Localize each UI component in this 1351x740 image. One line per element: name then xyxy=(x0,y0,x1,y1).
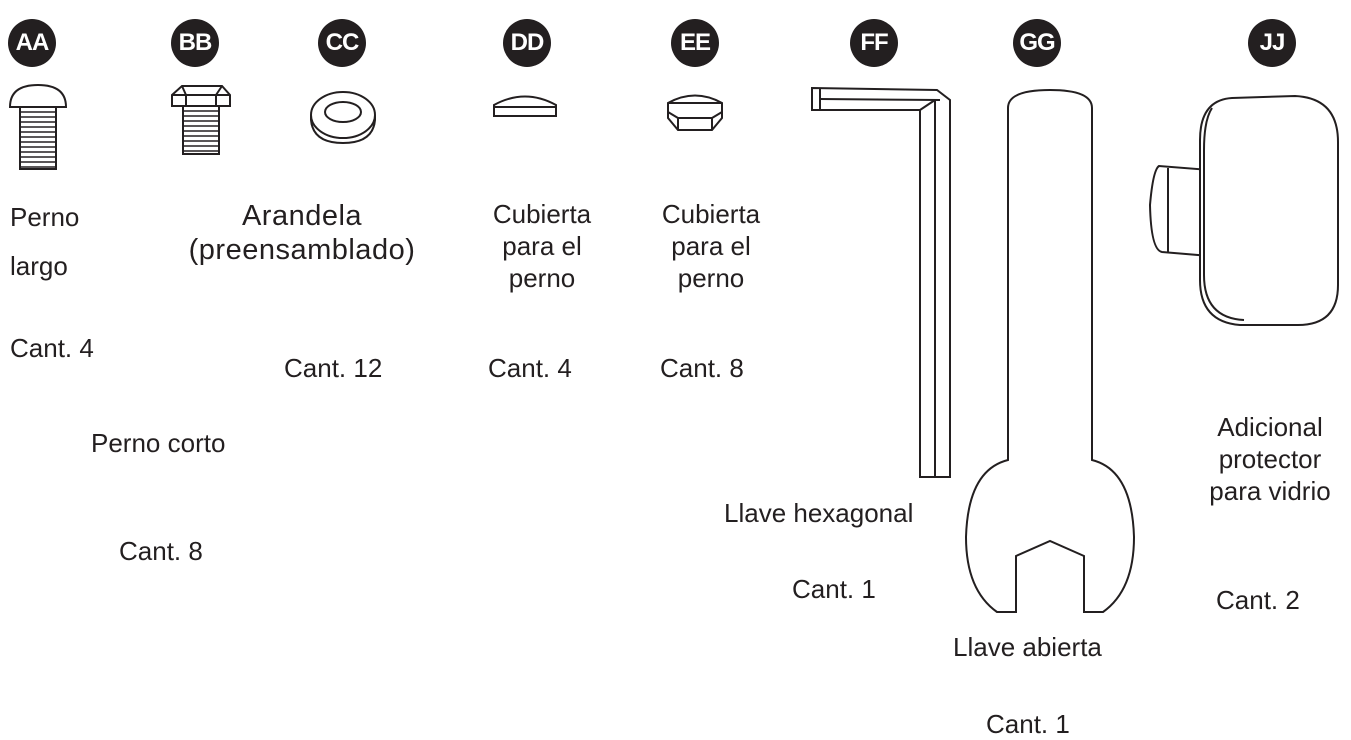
washer-icon xyxy=(310,91,376,145)
part-qty-ff: Cant. 1 xyxy=(792,574,876,604)
short-bolt-icon xyxy=(171,85,231,155)
part-name-aa: Perno largo xyxy=(10,202,80,281)
part-name-bb: Perno corto xyxy=(91,428,226,458)
part-name-ff: Llave hexagonal xyxy=(724,498,914,528)
badge-jj: JJ xyxy=(1248,19,1296,67)
badge-ee: EE xyxy=(671,19,719,67)
part-name-cc: Arandela (preensamblado) xyxy=(188,200,416,266)
part-name-dd: Cubierta para el perno xyxy=(492,199,592,293)
part-qty-gg: Cant. 1 xyxy=(986,709,1070,739)
open-wrench-icon xyxy=(964,88,1136,613)
part-qty-ee: Cant. 8 xyxy=(660,353,744,383)
badge-dd: DD xyxy=(503,19,551,67)
badge-ff: FF xyxy=(850,19,898,67)
hex-cap-icon xyxy=(667,94,723,131)
part-name-gg: Llave abierta xyxy=(953,632,1102,662)
badge-aa: AA xyxy=(8,19,56,67)
badge-bb: BB xyxy=(171,19,219,67)
part-qty-aa: Cant. 4 xyxy=(10,333,94,363)
part-name-jj: Adicional protector para vidrio xyxy=(1209,412,1331,506)
long-bolt-icon xyxy=(8,83,68,170)
flat-cap-icon xyxy=(493,95,557,117)
glass-protector-icon xyxy=(1148,94,1339,326)
part-qty-bb: Cant. 8 xyxy=(119,536,203,566)
hex-key-icon xyxy=(811,86,951,478)
part-qty-jj: Cant. 2 xyxy=(1216,585,1300,615)
part-name-ee: Cubierta para el perno xyxy=(661,199,761,293)
part-qty-cc: Cant. 12 xyxy=(284,353,383,383)
badge-cc: CC xyxy=(318,19,366,67)
badge-gg: GG xyxy=(1013,19,1061,67)
part-qty-dd: Cant. 4 xyxy=(488,353,572,383)
